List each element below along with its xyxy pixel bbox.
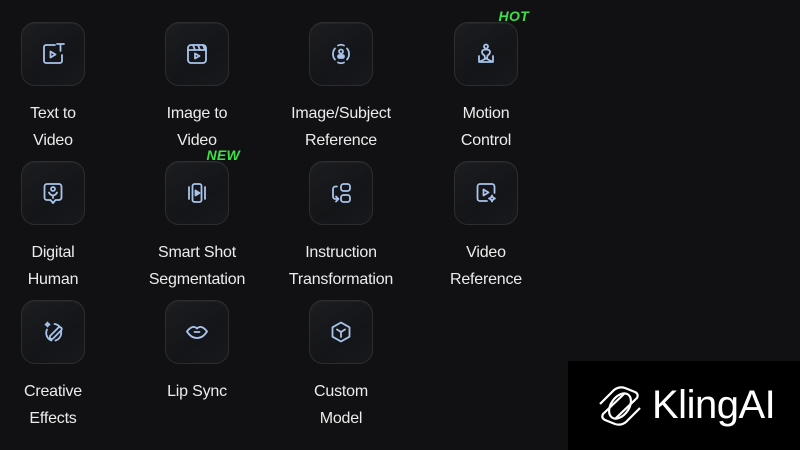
tool-creative-effects[interactable]: Creative Effects <box>0 300 118 432</box>
tool-image-subject-reference[interactable]: Image/Subject Reference <box>276 22 406 154</box>
tool-image-to-video[interactable]: Image to Video <box>132 22 262 154</box>
tool-tile[interactable] <box>21 22 85 86</box>
tool-text-to-video[interactable]: Text to Video <box>0 22 118 154</box>
tool-smart-shot-segmentation[interactable]: NEW Smart Shot Segmentation <box>132 147 262 293</box>
klingai-logo-icon <box>599 385 641 426</box>
creative-effects-icon <box>44 321 63 342</box>
tool-label: Lip Sync <box>167 383 227 400</box>
tool-custom-model[interactable]: Custom Model <box>276 300 406 432</box>
tool-label: Video Reference <box>449 244 523 288</box>
tool-tile[interactable] <box>309 300 373 364</box>
digital-human-icon <box>43 183 63 204</box>
tool-tile[interactable] <box>309 22 373 86</box>
tool-digital-human[interactable]: Digital Human <box>0 161 118 293</box>
tool-label: Custom Model <box>314 383 368 427</box>
cube-icon <box>331 321 351 343</box>
tool-lip-sync[interactable]: Lip Sync <box>132 300 262 405</box>
tool-label: Image/Subject Reference <box>291 105 391 149</box>
tool-label: Smart Shot Segmentation <box>148 244 246 288</box>
tool-label: Creative Effects <box>24 383 82 427</box>
instruction-transform-icon <box>332 183 351 203</box>
tool-tile[interactable]: HOT <box>454 8 529 86</box>
video-reference-icon <box>476 183 496 203</box>
tool-label: Text to Video <box>30 105 76 149</box>
lips-icon <box>186 326 208 339</box>
tool-tile[interactable] <box>21 300 85 364</box>
shot-segmentation-icon <box>188 183 206 203</box>
tool-video-reference[interactable]: Video Reference <box>421 161 551 293</box>
tool-tile[interactable] <box>165 22 229 86</box>
tool-tile[interactable] <box>454 161 518 225</box>
tool-label: Motion Control <box>460 105 512 149</box>
tool-label: Image to Video <box>166 105 228 149</box>
tool-tile[interactable]: NEW <box>165 147 240 225</box>
tool-instruction-transformation[interactable]: Instruction Transformation <box>276 161 406 293</box>
klingai-logo-text: KlingAI <box>652 383 776 427</box>
tool-motion-control[interactable]: HOT Motion Control <box>421 8 551 154</box>
klingai-logo: KlingAI <box>568 361 800 450</box>
subject-reference-icon <box>332 43 350 65</box>
tool-tile[interactable] <box>21 161 85 225</box>
new-badge: NEW <box>206 147 240 163</box>
text-to-video-icon <box>43 43 65 64</box>
hot-badge: HOT <box>498 8 529 24</box>
tool-label: Instruction Transformation <box>288 244 394 288</box>
tool-grid: Text to Video Image to Video <box>0 8 551 432</box>
tool-tile[interactable] <box>309 161 373 225</box>
image-to-video-icon <box>187 44 207 64</box>
tool-tile[interactable] <box>165 300 229 364</box>
motion-control-icon <box>478 43 494 63</box>
tool-label: Digital Human <box>27 244 79 288</box>
